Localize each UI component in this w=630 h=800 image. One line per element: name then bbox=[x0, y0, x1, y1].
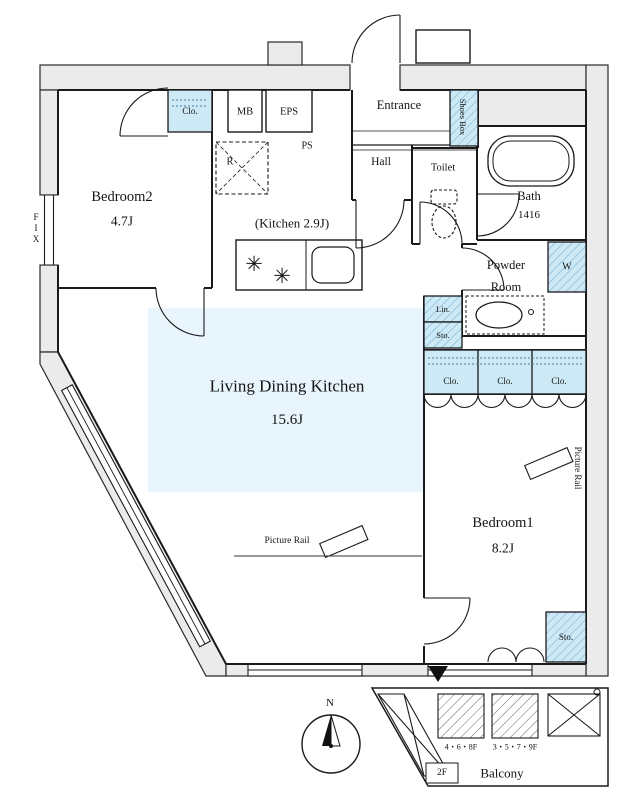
storage-accordion-door bbox=[487, 647, 545, 663]
floor-2f-box bbox=[425, 762, 459, 784]
bedroom1-label: Bedroom1 bbox=[472, 515, 533, 531]
north-label: N bbox=[326, 697, 334, 709]
counter-outline bbox=[235, 239, 363, 291]
hatch-floors-b-label: 3・5・7・9F bbox=[493, 743, 538, 752]
kitchen-counter bbox=[235, 239, 363, 291]
storage-box-hall bbox=[423, 321, 463, 349]
hall-door-arc bbox=[355, 199, 405, 249]
closet-label-3: Clo. bbox=[551, 376, 566, 386]
closet-row bbox=[423, 349, 587, 395]
bedroom2-closet-door-arc bbox=[119, 87, 169, 137]
balcony-x-box-right bbox=[547, 693, 601, 737]
wall-block-bath-top bbox=[477, 89, 587, 127]
compass-center bbox=[329, 744, 333, 748]
compass bbox=[301, 714, 361, 774]
balcony-hatch-box-a bbox=[437, 693, 485, 739]
burner-icon-1: ✳ bbox=[245, 252, 263, 276]
storage-boxes bbox=[167, 89, 587, 663]
north-needle-dark bbox=[322, 715, 331, 746]
powder-room-label-2: Room bbox=[491, 280, 522, 294]
ldk-floor-highlight bbox=[148, 308, 424, 492]
bath-door-arc bbox=[476, 193, 520, 237]
direction-marker bbox=[428, 666, 448, 682]
bedroom1-door-arc bbox=[423, 597, 471, 645]
north-needle-light bbox=[330, 714, 341, 747]
washer-label: W bbox=[562, 262, 572, 273]
linen-label: Lin. bbox=[436, 304, 450, 314]
kitchen-label: (Kitchen 2.9J) bbox=[255, 216, 329, 231]
balcony-label: Balcony bbox=[480, 766, 524, 781]
bath-label: Bath bbox=[517, 189, 541, 203]
eps-label: EPS bbox=[280, 107, 298, 118]
storage-bedroom1-label: Sto. bbox=[559, 632, 573, 642]
ac-unit-ldk bbox=[318, 524, 369, 559]
bedroom2-closet bbox=[167, 89, 213, 133]
washer-box bbox=[547, 241, 587, 293]
ldk-label: Living Dining Kitchen bbox=[210, 377, 365, 396]
balcony-area bbox=[370, 687, 609, 787]
burner-icon-2: ✳ bbox=[273, 264, 291, 288]
powder-room-label-1: Powder bbox=[487, 258, 526, 272]
labels: Bedroom2 4.7J (Kitchen 2.9J) Living Dini… bbox=[91, 98, 583, 781]
pipe-space-label: PS bbox=[301, 141, 312, 152]
powder-vanity-icon bbox=[465, 295, 545, 335]
utility-boxes bbox=[227, 29, 471, 133]
bedroom2-closet-label: Clo. bbox=[182, 106, 197, 116]
closet-bifold-doors bbox=[423, 393, 587, 409]
bedroom2-size-label: 4.7J bbox=[111, 214, 133, 229]
eps-roof-notch bbox=[267, 41, 303, 66]
hatch-floors-a-label: 4・6・8F bbox=[445, 743, 478, 752]
picture-rail-label-bottom: Picture Rail bbox=[264, 536, 309, 546]
meter-box-label: MB bbox=[237, 107, 253, 118]
entrance-door-arc bbox=[351, 14, 401, 64]
wall-band-top-right bbox=[399, 64, 587, 91]
meter-box bbox=[227, 89, 263, 133]
wall-band-right bbox=[585, 64, 609, 677]
bath-size-label: 1416 bbox=[518, 209, 541, 221]
eps-box bbox=[265, 89, 313, 133]
ac-units bbox=[318, 446, 574, 559]
wall-band-top-left bbox=[39, 64, 351, 91]
porch-meter-box bbox=[415, 29, 471, 64]
bedroom2-label: Bedroom2 bbox=[91, 189, 152, 205]
bathtub-icon bbox=[487, 135, 575, 187]
floor-2f-label: 2F bbox=[437, 768, 447, 778]
shoes-box bbox=[449, 89, 479, 147]
entrance-label: Entrance bbox=[377, 98, 422, 112]
refrigerator-box bbox=[215, 141, 269, 195]
refrigerator-label: R bbox=[226, 157, 233, 168]
bottom-windows bbox=[247, 663, 533, 677]
powder-room-door-arc bbox=[461, 247, 505, 291]
fix-window bbox=[40, 194, 58, 266]
bedroom1-size-label: 8.2J bbox=[492, 541, 514, 556]
shoes-box-label: Shoes Box bbox=[458, 99, 468, 136]
wall-band-left-lower bbox=[39, 264, 59, 353]
ldk-size-label: 15.6J bbox=[271, 412, 303, 428]
closet-label-2: Clo. bbox=[497, 376, 512, 386]
bedroom2-door-arc bbox=[155, 287, 205, 337]
wall-band-left-upper bbox=[39, 89, 59, 196]
diagonal-window bbox=[60, 384, 212, 648]
storage-hall-label: Sto. bbox=[436, 330, 449, 340]
storage-box-bedroom1 bbox=[545, 611, 587, 663]
toilet-door-arc bbox=[419, 201, 463, 245]
kitchen-sink-icon bbox=[311, 246, 355, 284]
hall-label: Hall bbox=[371, 156, 391, 168]
fix-window-label: FIX bbox=[31, 212, 41, 245]
ac-unit-bedroom1 bbox=[523, 446, 574, 481]
door-arcs bbox=[119, 14, 587, 663]
balcony-x-box-left bbox=[377, 693, 451, 777]
balcony-drain-icon bbox=[593, 688, 601, 696]
picture-rail-label-right: Picture Rail bbox=[573, 447, 583, 490]
toilet-icon bbox=[430, 189, 458, 239]
toilet-label: Toilet bbox=[431, 163, 455, 174]
closet-label-1: Clo. bbox=[443, 376, 458, 386]
balcony-hatch-box-b bbox=[491, 693, 539, 739]
